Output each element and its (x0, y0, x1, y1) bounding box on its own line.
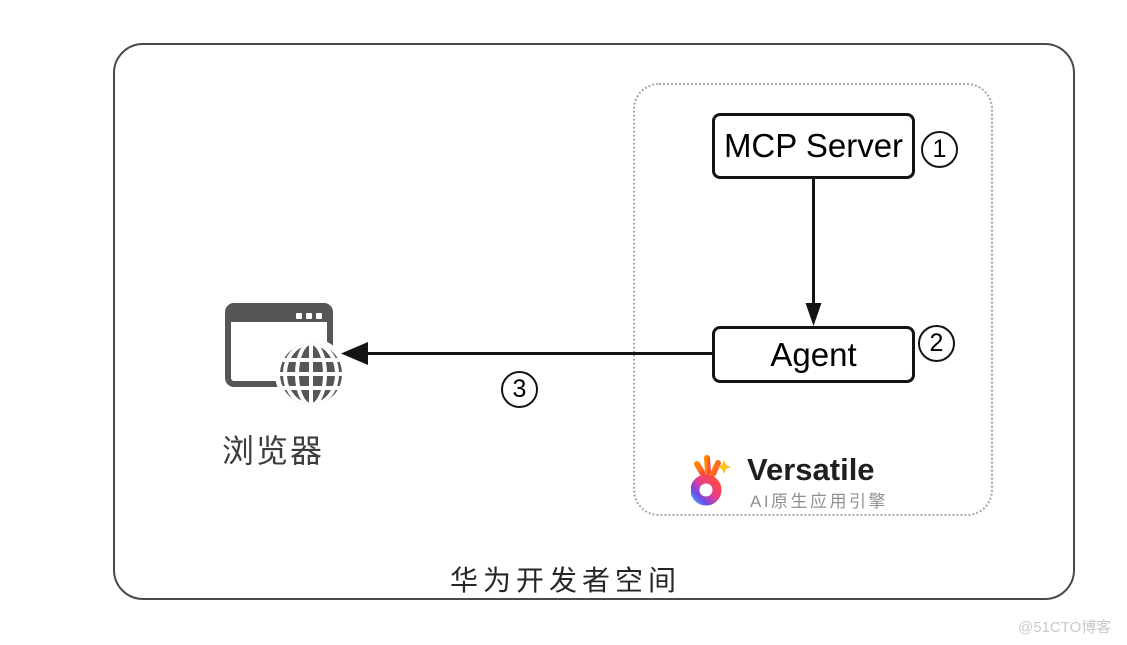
step-badge-1-number: 1 (932, 135, 947, 163)
titlebar-dot (306, 312, 312, 319)
versatile-group-container (633, 83, 993, 516)
versatile-logo-icon (691, 455, 731, 506)
agent-label: Agent (770, 335, 857, 373)
agent-node: Agent (712, 326, 915, 383)
step-badge-2: 2 (918, 325, 955, 362)
watermark-text: @51CTO博客 (1018, 619, 1112, 636)
browser-label: 浏览器 (222, 433, 325, 469)
outer-container-label: 华为开发者空间 (450, 565, 682, 596)
mcp-server-node: MCP Server (712, 113, 915, 179)
logo-fingers (694, 455, 721, 477)
step-badge-3: 3 (501, 371, 538, 408)
step-badge-3-number: 3 (512, 375, 527, 403)
step-badge-2-number: 2 (929, 329, 944, 357)
step-badge-1: 1 (921, 131, 958, 168)
browser-window-titlebar (231, 309, 327, 322)
globe-icon (275, 338, 347, 410)
logo-name: Versatile (747, 452, 875, 487)
mcp-server-label: MCP Server (723, 127, 904, 164)
titlebar-dot (296, 312, 302, 319)
sparkle-icon (717, 460, 731, 474)
logo-subtitle: AI原生应用引擎 (750, 492, 889, 511)
titlebar-dot (316, 312, 322, 319)
huawei-devspace-container (113, 43, 1075, 600)
logo-ring (691, 474, 722, 506)
